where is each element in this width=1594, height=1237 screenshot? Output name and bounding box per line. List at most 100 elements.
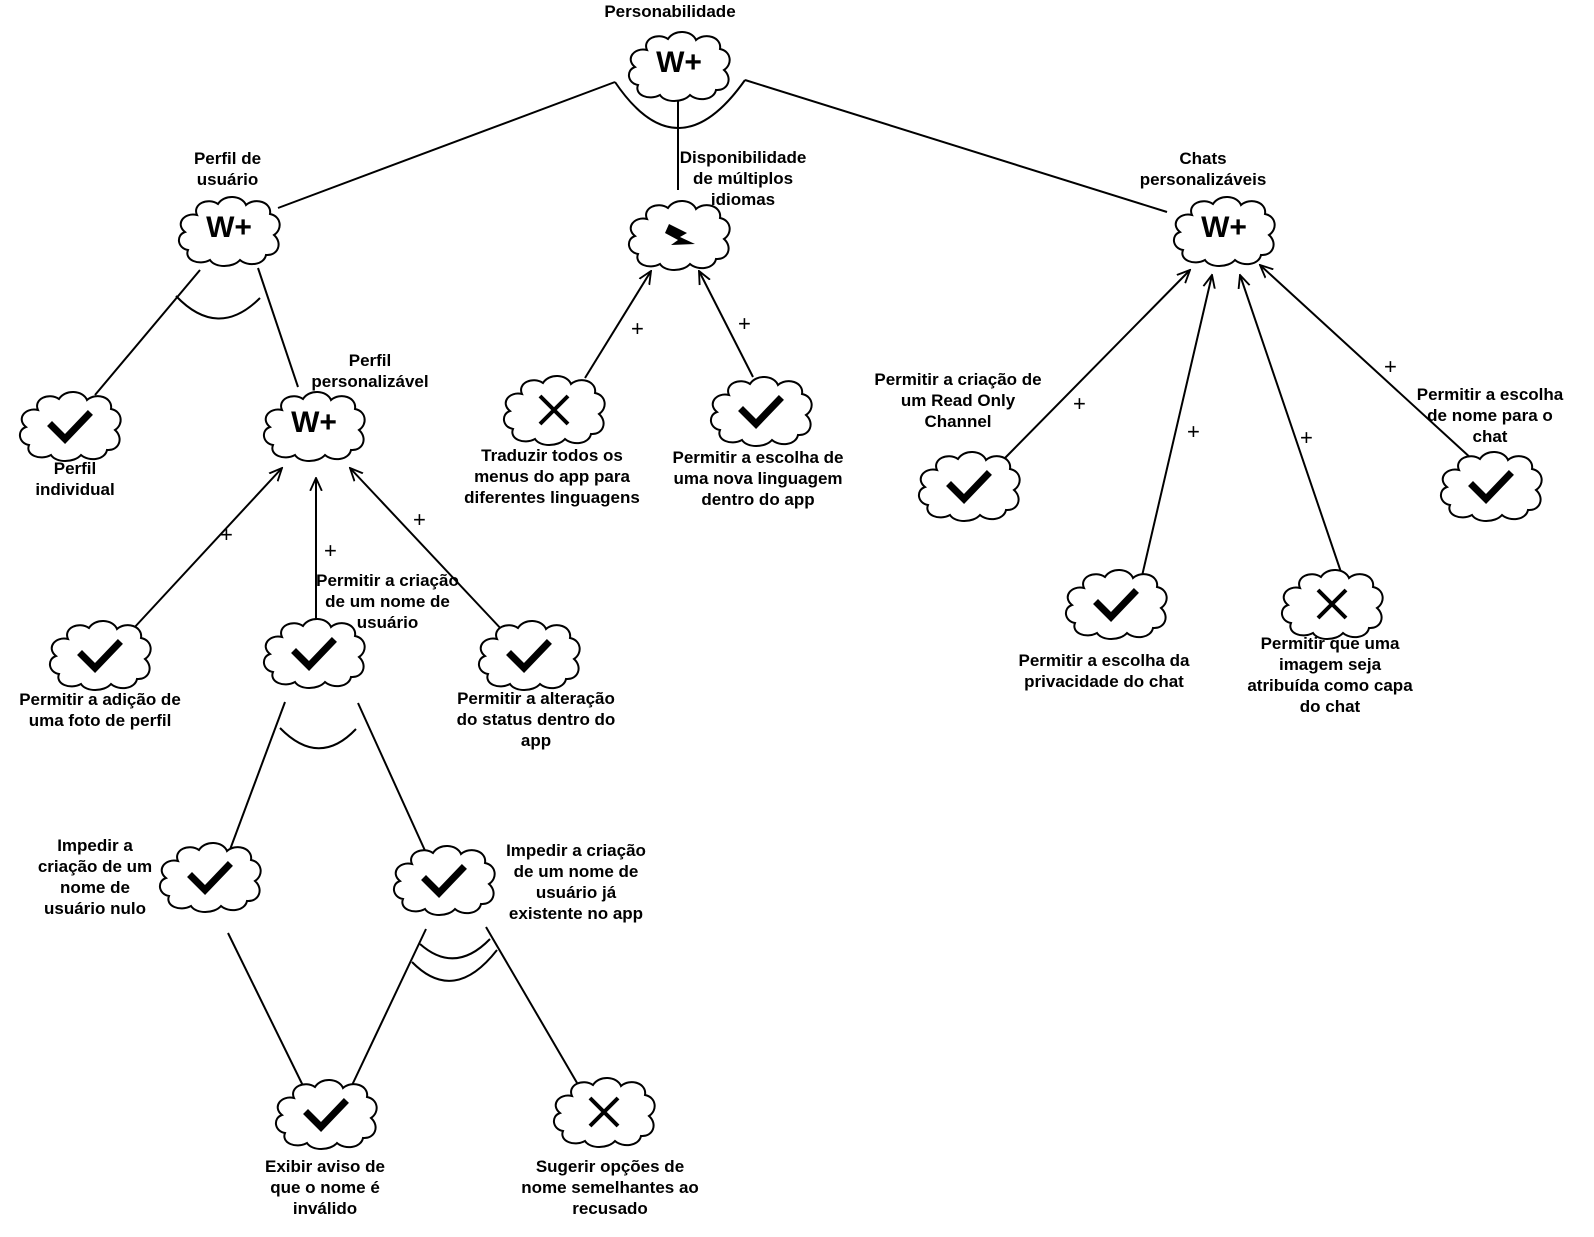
contribution-plus: + [1384, 354, 1397, 379]
contribution-plus: + [631, 316, 644, 341]
contribution-plus: + [1073, 391, 1086, 416]
check-icon [47, 410, 93, 445]
cross-icon [1316, 588, 1348, 620]
edge-existente-sugerir [485, 926, 588, 1101]
contribution-plus: + [324, 538, 337, 563]
label-escolha-linguagem: Permitir a escolha de uma nova linguagem… [672, 448, 844, 509]
softgoal-root[interactable]: W+ [625, 28, 733, 104]
w-plus-icon: W+ [206, 211, 252, 244]
softgoal-perfil-personalizavel[interactable]: W+ [260, 388, 368, 464]
label-privacidade: Permitir a escolha da privacidade do cha… [1018, 651, 1190, 691]
softgoal-nulo[interactable] [156, 839, 264, 915]
label-status: Permitir a alteração do status dentro do… [456, 689, 616, 750]
edge-perfil-personalizavel [257, 267, 299, 388]
contribution-plus: + [413, 507, 426, 532]
softgoal-perfil-de-usuario[interactable]: W+ [175, 193, 283, 269]
w-plus-icon: W+ [291, 406, 337, 439]
softgoal-read-only[interactable] [915, 448, 1023, 524]
softgoal-perfil-individual[interactable] [16, 388, 124, 464]
softgoal-sugerir[interactable] [550, 1074, 658, 1150]
softgoal-existente[interactable] [390, 842, 498, 918]
edge-read-only [1004, 270, 1190, 459]
contribution-plus: + [738, 311, 751, 336]
cloud-shape [503, 375, 606, 446]
cloud-shape [628, 200, 731, 271]
edge-nome-chat [1260, 265, 1474, 461]
softgoal-escolha-linguagem[interactable] [707, 373, 815, 449]
softgoal-capa[interactable] [1278, 566, 1386, 642]
check-icon [77, 639, 123, 674]
cloud-shape [710, 376, 813, 447]
edge-escolha-linguagem [699, 271, 754, 378]
cloud-shape [553, 1077, 656, 1148]
edge-nulo [227, 701, 286, 856]
cloud-shape [1173, 196, 1276, 267]
label-chats: Chats personalizáveis [1139, 149, 1267, 189]
softgoal-foto[interactable] [46, 617, 154, 693]
check-icon [506, 639, 552, 674]
cloud-shape [178, 196, 281, 267]
cloud-shape [1440, 451, 1543, 522]
label-existente: Impedir a criação de um nome de usuário … [506, 841, 646, 923]
lightning-icon [665, 224, 695, 245]
edge-nulo-aviso [227, 932, 311, 1101]
edge-existente [357, 702, 428, 856]
cloud-shape [159, 842, 262, 913]
check-icon [1468, 470, 1514, 505]
and-arc-nome [279, 727, 357, 750]
edge-privacidade [1141, 275, 1212, 577]
and-arc-existente-outer [411, 949, 498, 982]
softgoal-aviso[interactable] [272, 1076, 380, 1152]
cross-icon [538, 394, 570, 426]
cross-icon [588, 1096, 620, 1128]
cloud-shape [275, 1079, 378, 1150]
label-foto: Permitir a adição de uma foto de perfil [19, 690, 181, 730]
edge-existente-aviso [344, 928, 427, 1101]
label-capa: Permitir que uma imagem seja atribuída c… [1247, 634, 1413, 716]
check-icon [738, 395, 784, 430]
softgoal-idiomas[interactable] [625, 197, 733, 273]
cloud-shape [918, 451, 1021, 522]
label-nome-usuario: Permitir a criação de um nome de usuário [316, 571, 459, 632]
edge-foto [132, 468, 282, 630]
w-plus-icon: W+ [656, 46, 702, 79]
label-traduzir: Traduzir todos os menus do app para dife… [464, 446, 640, 507]
cloud-shape [49, 620, 152, 691]
contribution-plus: + [220, 522, 233, 547]
check-icon [187, 861, 233, 896]
softgoal-chats[interactable]: W+ [1170, 193, 1278, 269]
cloud-shape [393, 845, 496, 916]
cloud-shape [19, 391, 122, 462]
cloud-shape [1065, 569, 1168, 640]
cloud-shape [1281, 569, 1384, 640]
softgoal-nome-chat[interactable] [1437, 448, 1545, 524]
label-perfil-de-usuario: Perfil de usuário [193, 149, 262, 189]
label-aviso: Exibir aviso de que o nome é inválido [265, 1157, 385, 1218]
edge-root-chats [744, 79, 1168, 213]
contribution-plus: + [1187, 419, 1200, 444]
contribution-plus: + [1300, 425, 1313, 450]
check-icon [421, 864, 467, 899]
check-icon [946, 470, 992, 505]
check-icon [1093, 588, 1139, 623]
label-sugerir: Sugerir opções de nome semelhantes ao re… [521, 1157, 699, 1218]
label-perfil-personalizavel: Perfil personalizável [311, 351, 429, 391]
softgoal-status[interactable] [475, 617, 583, 693]
cloud-shape [478, 620, 581, 691]
label-perfil-individual: Perfil individual [35, 459, 115, 499]
label-read-only: Permitir a criação de um Read Only Chann… [874, 370, 1042, 431]
check-icon [303, 1098, 349, 1133]
softgoal-nome-usuario[interactable] [260, 615, 368, 691]
and-arc-root [614, 79, 746, 129]
cloud-shape [263, 618, 366, 689]
label-nome-chat: Permitir a escolha de nome para o chat [1416, 385, 1564, 446]
softgoal-traduzir[interactable] [500, 372, 608, 448]
cloud-shape [628, 31, 731, 102]
label-personabilidade: Personabilidade [604, 2, 736, 21]
edge-perfil-individual [94, 269, 201, 396]
w-plus-icon: W+ [1201, 211, 1247, 244]
edge-traduzir [584, 271, 651, 379]
softgoal-privacidade[interactable] [1062, 566, 1170, 642]
